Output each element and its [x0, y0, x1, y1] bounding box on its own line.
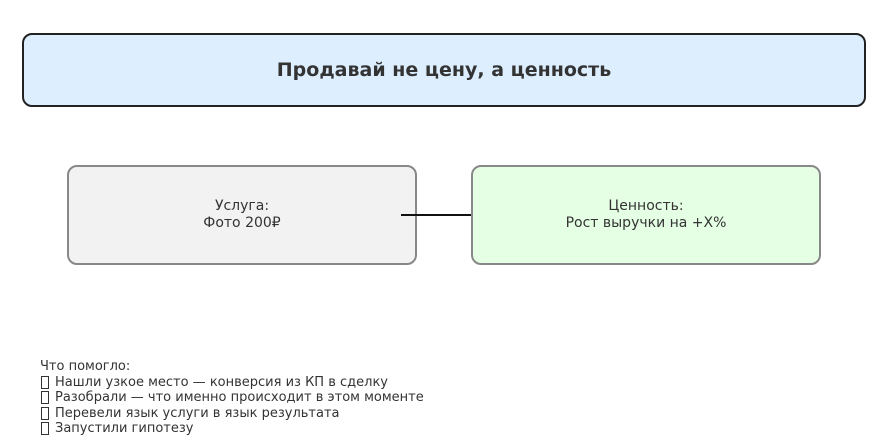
service-node: Услуга: Фото 200₽	[67, 165, 417, 265]
value-label: Ценность:	[608, 198, 684, 214]
list-item-text: Нашли узкое место — конверсия из КП в сд…	[55, 374, 388, 390]
diagram-title: Продавай не цену, а ценность	[276, 59, 612, 81]
notes-heading-text: Что помогло:	[40, 359, 131, 374]
service-label: Услуга:	[214, 198, 270, 214]
notes-heading: Что помогло:	[40, 359, 424, 375]
list-item: Нашли узкое место — конверсия из КП в сд…	[40, 375, 424, 391]
missing-glyph-icon	[41, 406, 49, 420]
list-item: Запустили гипотезу	[40, 421, 424, 437]
value-node: Ценность: Рост выручки на +X%	[471, 165, 821, 265]
list-item-text: Запустили гипотезу	[55, 421, 194, 436]
list-item: Разобрали — что именно происходит в этом…	[40, 390, 424, 406]
notes-block: Что помогло: Нашли узкое место — конверс…	[40, 359, 424, 437]
missing-glyph-icon	[41, 422, 49, 436]
title-box: Продавай не цену, а ценность	[22, 33, 866, 107]
service-value: Фото 200₽	[203, 215, 281, 231]
list-item: Перевели язык услуги в язык результата	[40, 406, 424, 422]
list-item-text: Разобрали — что именно происходит в этом…	[55, 390, 424, 405]
value-value: Рост выручки на +X%	[565, 215, 727, 231]
missing-glyph-icon	[41, 391, 49, 405]
missing-glyph-icon	[41, 375, 49, 389]
list-item-text: Перевели язык услуги в язык результата	[55, 405, 340, 421]
